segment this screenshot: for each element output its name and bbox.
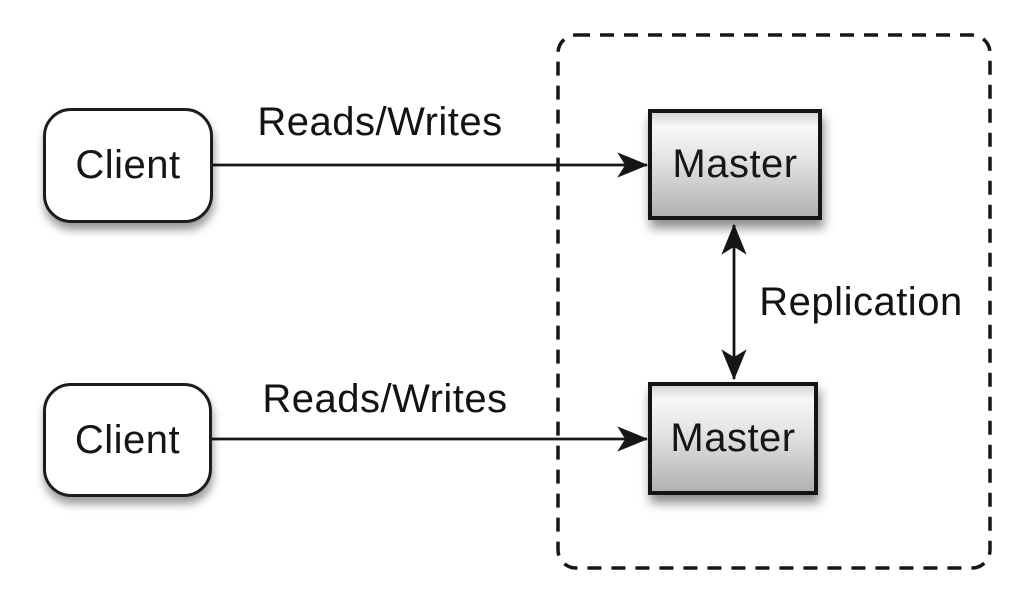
client-node-bottom: Client <box>43 383 212 497</box>
client-node-bottom-label: Client <box>74 417 181 462</box>
master-node-bottom: Master <box>648 382 818 495</box>
master-node-bottom-label: Master <box>670 416 796 460</box>
client-node-top: Client <box>43 108 213 223</box>
master-node-top-label: Master <box>672 142 798 186</box>
master-node-top: Master <box>648 109 822 220</box>
replication-group-boundary <box>556 33 992 570</box>
client-node-top-label: Client <box>75 143 181 187</box>
replication-label: Replication <box>759 280 963 324</box>
reads-writes-label-bottom: Reads/Writes <box>262 377 508 421</box>
reads-writes-label-top: Reads/Writes <box>257 100 503 144</box>
